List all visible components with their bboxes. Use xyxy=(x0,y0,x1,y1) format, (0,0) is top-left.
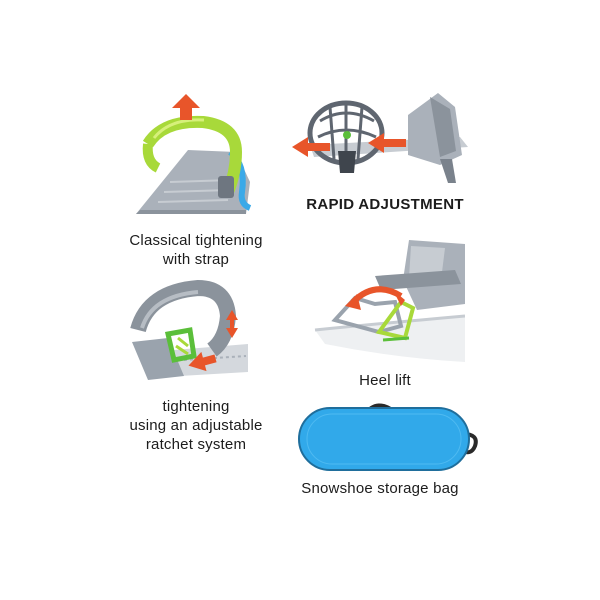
heel-lift-illustration xyxy=(314,240,465,362)
storage-bag-panel xyxy=(295,400,480,475)
ratchet-binding-illustration xyxy=(130,280,248,380)
strap-binding-panel xyxy=(118,92,268,217)
storage-bag-illustration xyxy=(298,403,478,471)
storage-bag-caption: Snowshoe storage bag xyxy=(301,480,459,497)
heel-lift-caption: Heel lift xyxy=(359,372,411,389)
ratchet-caption: tightening using an adjustable ratchet s… xyxy=(129,398,263,453)
ratchet-panel xyxy=(128,280,258,390)
rapid-adjustment-caption: RAPID ADJUSTMENT xyxy=(306,196,464,213)
strap-binding-illustration xyxy=(136,94,252,214)
heel-lift-panel xyxy=(305,240,465,365)
strap-caption: Classical tightening with strap xyxy=(129,232,263,268)
rapid-adjustment-panel xyxy=(290,85,480,195)
rapid-adjustment-binding-illustration xyxy=(292,93,468,183)
